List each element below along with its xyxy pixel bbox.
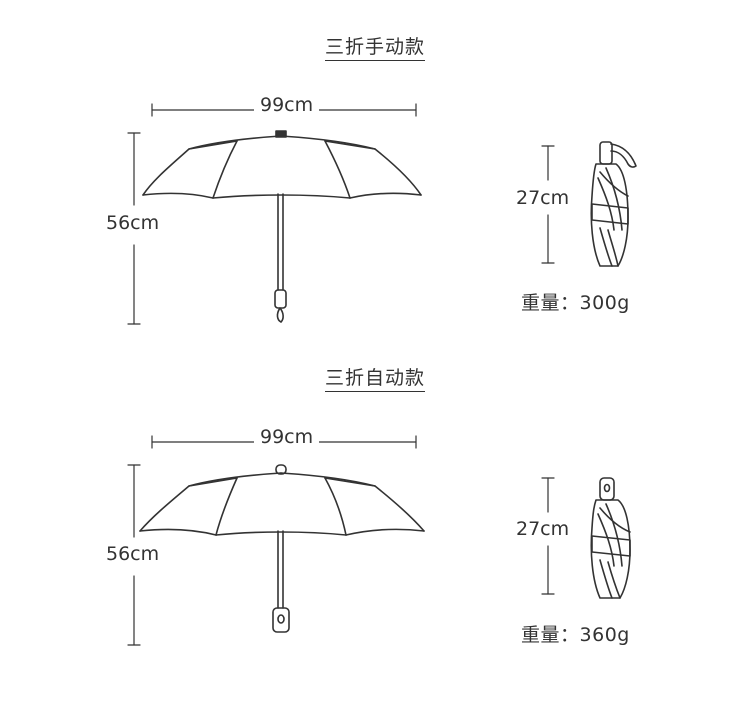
height-dimension-line-manual — [127, 132, 141, 325]
open-umbrella-manual — [142, 130, 422, 323]
open-height-label-auto: 56cm — [106, 543, 160, 565]
height-dimension-line-auto — [127, 464, 141, 646]
folded-dimension-line-auto — [541, 477, 555, 595]
folded-umbrella-manual — [590, 141, 637, 267]
weight-label: 重量： — [521, 292, 580, 314]
umbrella-top-cap — [275, 464, 287, 475]
open-height-label-manual: 56cm — [106, 212, 160, 234]
section-title-manual: 三折手动款 — [0, 32, 750, 61]
open-width-label-auto: 99cm — [254, 426, 320, 448]
weight-auto: 重量：360g — [521, 620, 630, 647]
weight-value: 300g — [579, 292, 630, 314]
section-title-automatic: 三折自动款 — [0, 363, 750, 392]
weight-value: 360g — [579, 624, 630, 646]
folded-dimension-line-manual — [541, 145, 555, 264]
folded-length-label-auto: 27cm — [516, 518, 570, 540]
umbrella-top-cap — [275, 130, 287, 138]
open-umbrella-auto — [139, 464, 425, 633]
open-width-label-manual: 99cm — [254, 94, 320, 116]
folded-length-label-manual: 27cm — [516, 187, 570, 209]
folded-umbrella-auto — [590, 477, 631, 599]
weight-manual: 重量：300g — [521, 288, 630, 315]
weight-label: 重量： — [521, 624, 580, 646]
